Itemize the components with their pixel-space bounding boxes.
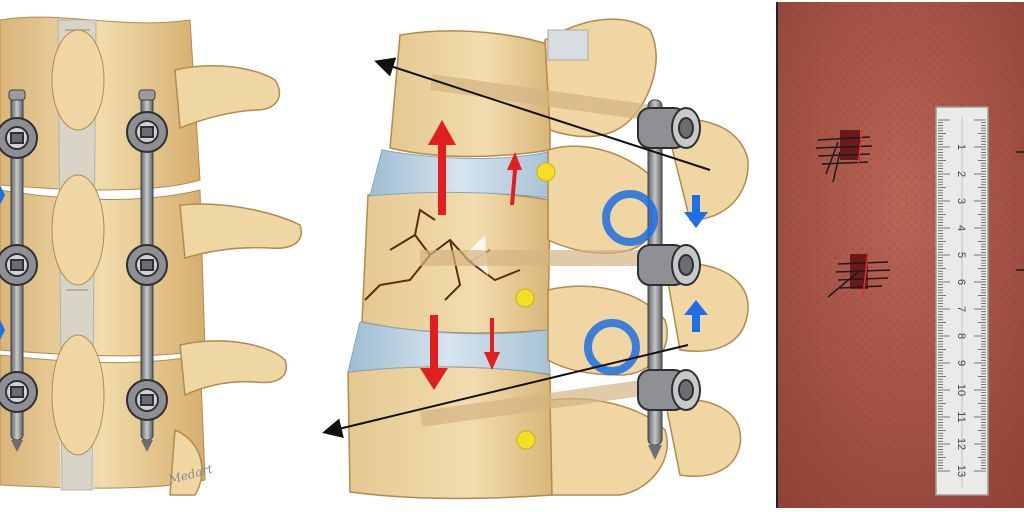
posterior-spine-illustration: Medart <box>0 16 302 496</box>
spinous-process <box>51 19 105 491</box>
red-arrow <box>420 120 522 390</box>
ruler-label: 12 <box>955 438 967 450</box>
ruler-ticks <box>938 119 986 472</box>
ruler-label: 6 <box>955 279 967 285</box>
ruler-label: 3 <box>955 198 967 204</box>
ruler-label: 8 <box>955 333 967 339</box>
lateral-spine-illustration <box>322 18 749 500</box>
ruler-label: 2 <box>955 171 967 177</box>
posterior-view-panel: Medart <box>0 0 310 512</box>
blue-arrow <box>684 195 708 332</box>
suture-edge <box>1016 151 1024 271</box>
ruler-label: 10 <box>955 384 967 396</box>
transverse-process <box>169 65 302 496</box>
ruler-label: 7 <box>955 306 967 312</box>
intervertebral-disc <box>347 149 551 375</box>
yellow-marker <box>515 162 556 450</box>
vertebral-body <box>347 30 553 500</box>
blue-ring <box>584 190 658 375</box>
spinal-canal <box>547 29 589 61</box>
ruler-label: 11 <box>955 411 967 422</box>
ruler-label: 1 <box>955 144 967 150</box>
rod-tip <box>648 445 662 460</box>
ruler-label: 5 <box>955 252 967 258</box>
screw-head <box>637 107 701 411</box>
suture-upper <box>815 129 873 183</box>
ruler-label: 4 <box>955 225 967 231</box>
lateral-view-panel <box>320 0 760 512</box>
blue-arrow-partial <box>0 320 5 340</box>
pedicle-screw-head <box>0 111 168 421</box>
ruler-label: 9 <box>955 360 967 366</box>
pedicle-screw-shaft <box>420 74 660 427</box>
ruler-label: 13 <box>955 465 967 477</box>
suture-lower <box>827 251 891 298</box>
trajectory-line <box>322 57 711 438</box>
blue-arrow-partial <box>0 185 5 205</box>
